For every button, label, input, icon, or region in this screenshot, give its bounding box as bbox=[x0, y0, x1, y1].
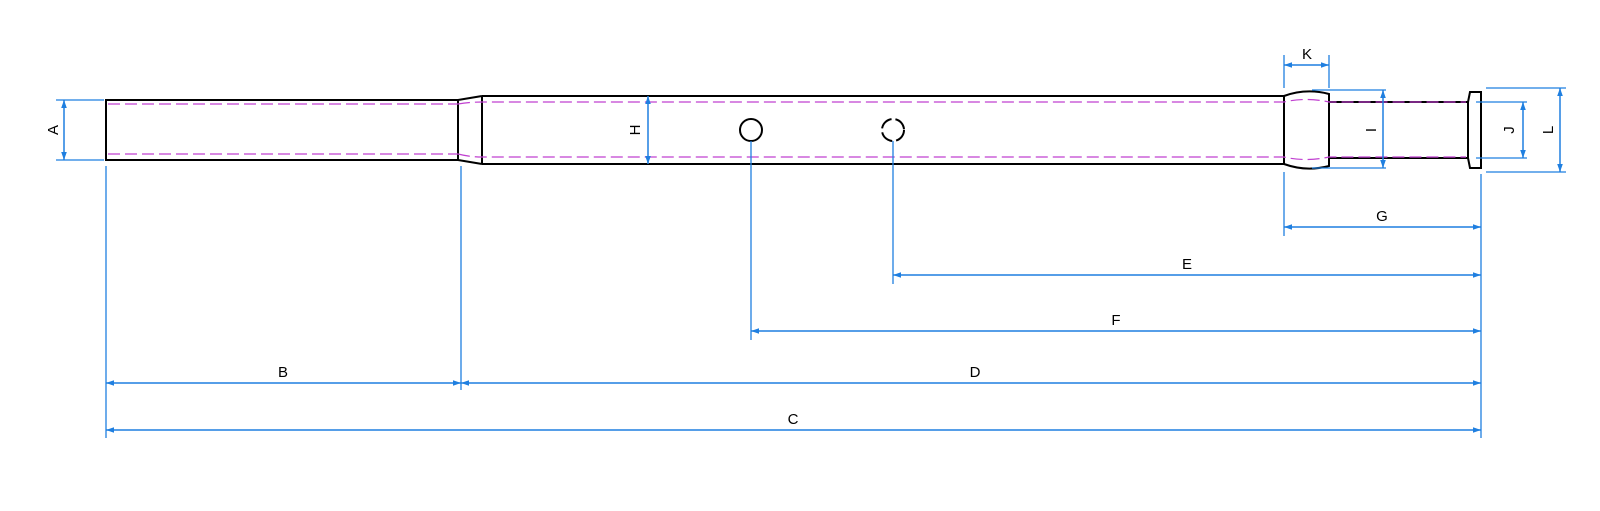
bore-hidden-lines bbox=[108, 98, 1466, 161]
label-f: F bbox=[1111, 312, 1120, 329]
flared-tip bbox=[1467, 91, 1482, 169]
label-j: J bbox=[1501, 126, 1518, 134]
pin-hole-solid bbox=[739, 118, 763, 142]
label-d: D bbox=[970, 364, 981, 381]
label-k: K bbox=[1302, 46, 1312, 63]
label-e: E bbox=[1182, 256, 1192, 273]
left-section bbox=[105, 99, 459, 161]
label-h: H bbox=[627, 125, 644, 136]
label-l: L bbox=[1540, 126, 1557, 134]
label-c: C bbox=[788, 411, 799, 428]
label-b: B bbox=[278, 364, 288, 381]
dimension-lines bbox=[61, 62, 1563, 433]
collar bbox=[1283, 90, 1330, 170]
pin-hole-hidden bbox=[881, 118, 905, 142]
label-i: I bbox=[1363, 128, 1380, 132]
taper-bottom bbox=[457, 159, 483, 165]
label-g: G bbox=[1376, 208, 1388, 225]
taper-top bbox=[457, 95, 483, 101]
label-a: A bbox=[45, 125, 62, 135]
part-outline bbox=[105, 90, 1482, 170]
dimension-labels: A H I J L K G E F B D C bbox=[45, 46, 1557, 428]
